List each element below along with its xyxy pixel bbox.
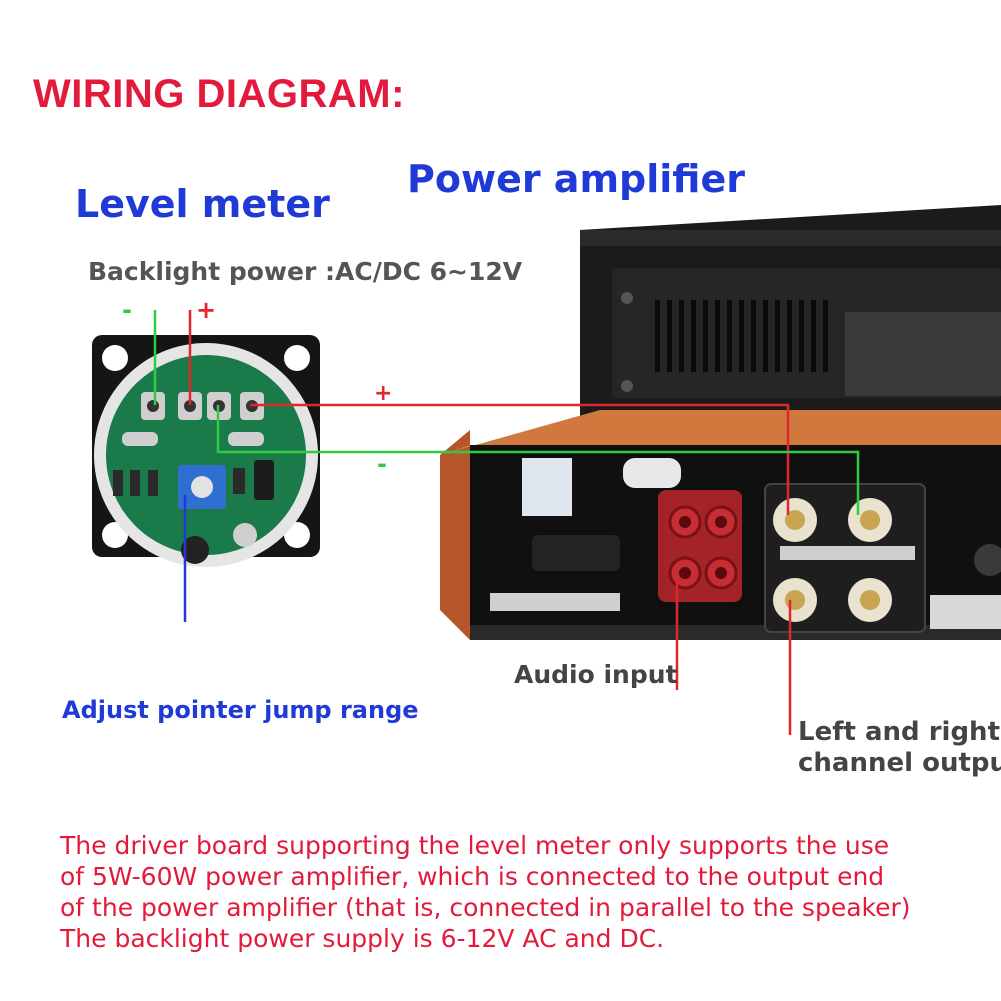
note-line: The driver board supporting the level me… [60, 831, 890, 860]
signal-plus-wire [250, 403, 790, 515]
note-paragraph: The driver board supporting the level me… [60, 830, 960, 954]
backlight-minus-symbol: - [122, 296, 132, 324]
adjust-pointer-label: Adjust pointer jump range [62, 696, 419, 724]
level-meter-heading: Level meter [75, 182, 330, 226]
backlight-power-label: Backlight power :AC/DC 6~12V [88, 257, 523, 286]
amplifier-body [440, 410, 1001, 640]
wires [153, 310, 860, 735]
power-amplifier-heading: Power amplifier [407, 157, 745, 201]
signal-minus-symbol: - [377, 450, 387, 478]
page-title: WIRING DIAGRAM: [33, 72, 405, 116]
note-line: The backlight power supply is 6-12V AC a… [60, 924, 665, 953]
note-line: of the power amplifier (that is, connect… [60, 893, 911, 922]
audio-input-label: Audio input [514, 660, 678, 689]
signal-plus-symbol: + [374, 381, 392, 406]
backlight-plus-symbol: + [196, 296, 216, 324]
note-line: of 5W-60W power amplifier, which is conn… [60, 862, 885, 891]
output-label-line1: Left and right [798, 717, 1000, 747]
signal-minus-wire [216, 405, 860, 515]
output-label-line2: channel output [798, 748, 1001, 778]
